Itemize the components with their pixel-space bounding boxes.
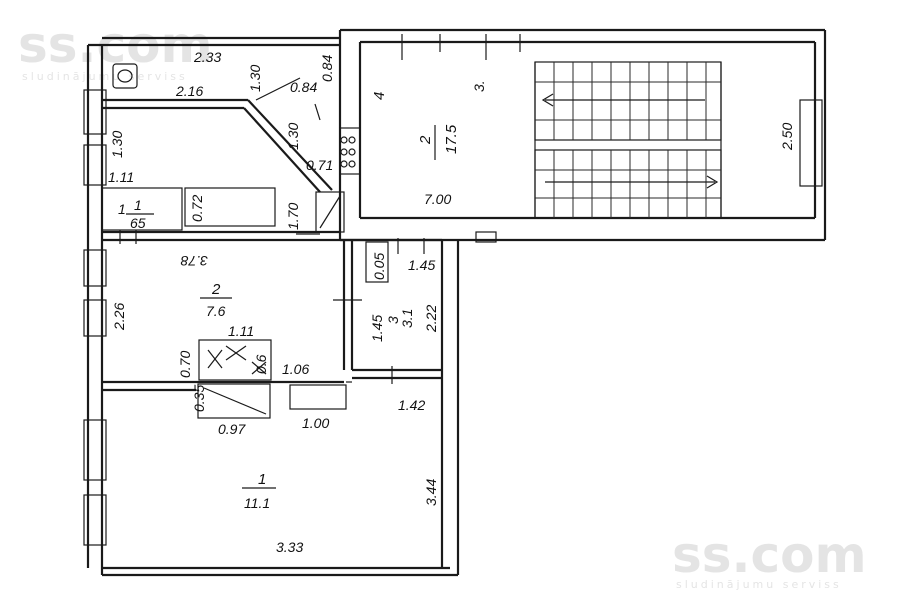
- dim-344: 3.44: [423, 479, 439, 506]
- room-1-area: 11.1: [244, 495, 270, 511]
- room-2-number: 2: [211, 281, 221, 298]
- watermark-tagline-top: sludinājumu serviss: [22, 70, 188, 83]
- windows-left: [83, 89, 107, 546]
- stair-hall: [338, 28, 827, 243]
- dim-170: 1.70: [285, 203, 301, 230]
- marker-four: 4: [371, 92, 388, 100]
- dim-097: 0.97: [218, 421, 246, 437]
- dim-111-b: 1.11: [228, 323, 254, 339]
- room-4-number: 1: [134, 197, 142, 213]
- outer-walls: [86, 36, 460, 577]
- dim-071: 0.71: [306, 157, 333, 173]
- room-1-number: 1: [258, 471, 266, 488]
- room-2-block: [333, 238, 442, 384]
- dim-222: 2.22: [423, 305, 439, 333]
- dim-111-a: 1.11: [108, 169, 134, 185]
- room-4-area: 65: [130, 215, 146, 231]
- dim-226: 2.26: [111, 303, 127, 331]
- dim-06: 0.6: [253, 354, 269, 374]
- dim-145-a: 1.45: [408, 257, 435, 273]
- room-2-area: 7.6: [206, 303, 226, 319]
- dim-106: 1.06: [282, 361, 309, 377]
- dim-700: 7.00: [424, 191, 451, 207]
- dim-233: 2.33: [193, 49, 221, 65]
- dim-1: 1: [118, 201, 126, 217]
- dim-084-top: 0.84: [319, 55, 335, 82]
- dim-145-b: 1.45: [369, 315, 385, 342]
- dim-035: 0.35: [191, 385, 207, 412]
- kitchen-bath-block: [101, 63, 442, 244]
- dim-130-a: 1.30: [247, 65, 263, 92]
- dim-072: 0.72: [189, 195, 205, 222]
- dim-250: 2.50: [779, 123, 795, 151]
- dim-070: 0.70: [177, 351, 193, 378]
- stair-number: 2: [417, 135, 434, 145]
- dim-142: 1.42: [398, 397, 425, 413]
- dim-378: 3.78: [181, 253, 208, 269]
- room-3-number: 3: [385, 316, 401, 324]
- dim-333: 3.33: [276, 539, 303, 555]
- marker-three: 3.: [471, 80, 487, 92]
- room-labels: 2 17.5 2 7.6 1 11.1 3 3.1 1 65 4 3.: [126, 80, 487, 511]
- dim-216: 2.16: [175, 83, 203, 99]
- room-3-area: 3.1: [399, 309, 415, 328]
- room-divider-block: [102, 339, 352, 419]
- stair-area: 17.5: [443, 124, 460, 154]
- watermark-bottom-right: ss.com sludinājumu serviss: [672, 526, 867, 591]
- watermark-brand-bottom: ss.com: [672, 526, 867, 584]
- dimension-labels: 2.33 0.84 1.30 2.16 0.84 1.30 1.30 0.71 …: [108, 49, 795, 555]
- dim-005: 0.05: [371, 253, 387, 280]
- dim-130-c: 1.30: [285, 123, 301, 150]
- dim-130-b: 1.30: [109, 131, 125, 158]
- watermark-top-left: ss.com sludinājumu serviss: [18, 16, 213, 83]
- dim-100: 1.00: [302, 415, 329, 431]
- watermark-tagline-bottom: sludinājumu serviss: [676, 578, 842, 591]
- dim-084-b: 0.84: [290, 79, 317, 95]
